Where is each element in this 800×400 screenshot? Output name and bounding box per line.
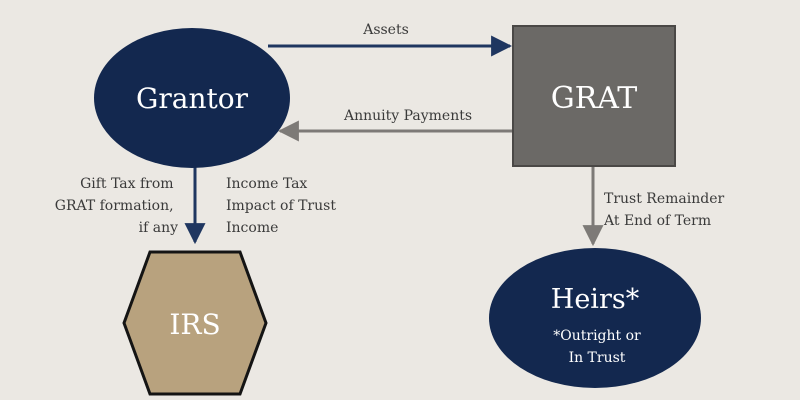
grantor-node: Grantor	[94, 28, 290, 168]
gift-tax-label: Gift Tax from GRAT formation, if any	[55, 176, 178, 236]
heirs-note-line2: In Trust	[569, 350, 626, 366]
trust-remainder-label: Trust Remainder At End of Term	[603, 191, 729, 229]
irs-label: IRS	[169, 308, 220, 341]
heirs-note-line1: *Outright or	[553, 328, 641, 344]
assets-label: Assets	[362, 22, 409, 38]
annuity-label: Annuity Payments	[343, 108, 472, 124]
heirs-node: Heirs* *Outright or In Trust	[489, 248, 701, 388]
grat-node: GRAT	[512, 25, 676, 167]
income-tax-label: Income Tax Impact of Trust Income	[226, 176, 340, 236]
irs-node: IRS	[122, 250, 268, 396]
heirs-label: Heirs*	[551, 284, 640, 315]
grat-label: GRAT	[551, 81, 638, 116]
grantor-label: Grantor	[136, 82, 249, 115]
